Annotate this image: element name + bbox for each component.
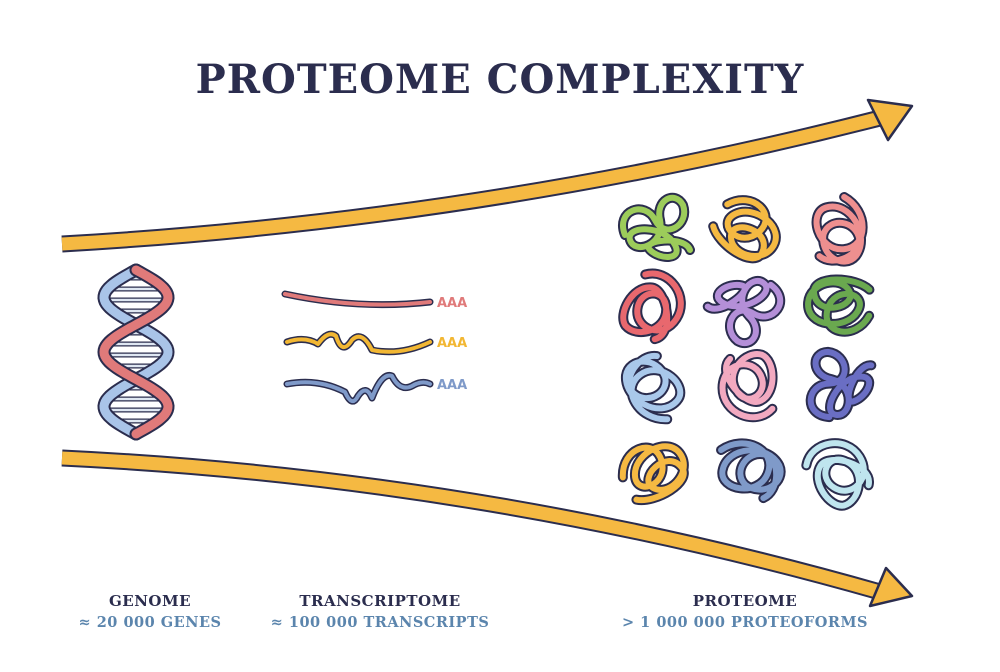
poly-a-tail-1: AAA xyxy=(437,296,467,311)
protein-tangle-icon xyxy=(618,268,686,345)
transcriptome-caption: TRANSCRIPTOME ≈ 100 000 TRANSCRIPTS xyxy=(260,592,500,631)
protein-fill xyxy=(805,276,873,335)
protein-fill xyxy=(803,440,872,509)
protein-tangle-icon xyxy=(803,274,875,337)
page-title: PROTEOME COMPLEXITY xyxy=(195,56,805,103)
dna-strand-a xyxy=(99,265,173,439)
transcript-2: AAA xyxy=(283,330,467,356)
protein-tangle-icon xyxy=(811,192,868,267)
protein-fill xyxy=(813,194,866,265)
protein-tangle-icon xyxy=(717,349,778,423)
protein-fill xyxy=(619,443,687,504)
genome-count: ≈ 20 000 GENES xyxy=(78,614,222,631)
top-arrow xyxy=(61,98,914,253)
proteome-heading: PROTEOME xyxy=(692,592,798,610)
protein-fill xyxy=(807,348,875,421)
dna-strand-b xyxy=(99,265,173,439)
protein-tangle-icon xyxy=(708,195,781,264)
protein-tangle-icon xyxy=(702,276,786,348)
protein-fill xyxy=(718,440,784,502)
dna-helix-icon xyxy=(97,263,175,441)
protein-fill xyxy=(620,194,693,260)
transcript-1: AAA xyxy=(281,290,467,311)
poly-a-tail-2: AAA xyxy=(437,336,467,351)
transcriptome-count: ≈ 100 000 TRANSCRIPTS xyxy=(270,614,490,631)
genome-heading: GENOME xyxy=(108,592,192,610)
protein-tangle-icon xyxy=(617,441,689,506)
protein-fill xyxy=(623,353,684,423)
proteome-caption: PROTEOME > 1 000 000 PROTEOFORMS xyxy=(610,592,880,631)
protein-fill xyxy=(710,197,779,262)
protein-fill xyxy=(620,270,684,343)
transcriptome-heading: TRANSCRIPTOME xyxy=(299,592,461,610)
proteome-count: > 1 000 000 PROTEOFORMS xyxy=(621,614,869,631)
transcript-3: AAA xyxy=(283,372,467,405)
protein-fill xyxy=(719,351,776,421)
protein-fill xyxy=(704,278,784,346)
genome-caption: GENOME ≈ 20 000 GENES xyxy=(50,592,250,631)
protein-tangle-icon xyxy=(801,438,874,511)
protein-tangle-icon xyxy=(716,438,786,504)
protein-tangle-icon xyxy=(618,192,695,262)
poly-a-tail-3: AAA xyxy=(437,378,467,393)
bottom-arrow xyxy=(61,449,914,608)
protein-tangle-icon xyxy=(621,351,686,425)
protein-grid xyxy=(617,192,877,511)
transcripts-group: AAA AAA AAA xyxy=(281,290,467,405)
protein-tangle-icon xyxy=(805,346,877,423)
